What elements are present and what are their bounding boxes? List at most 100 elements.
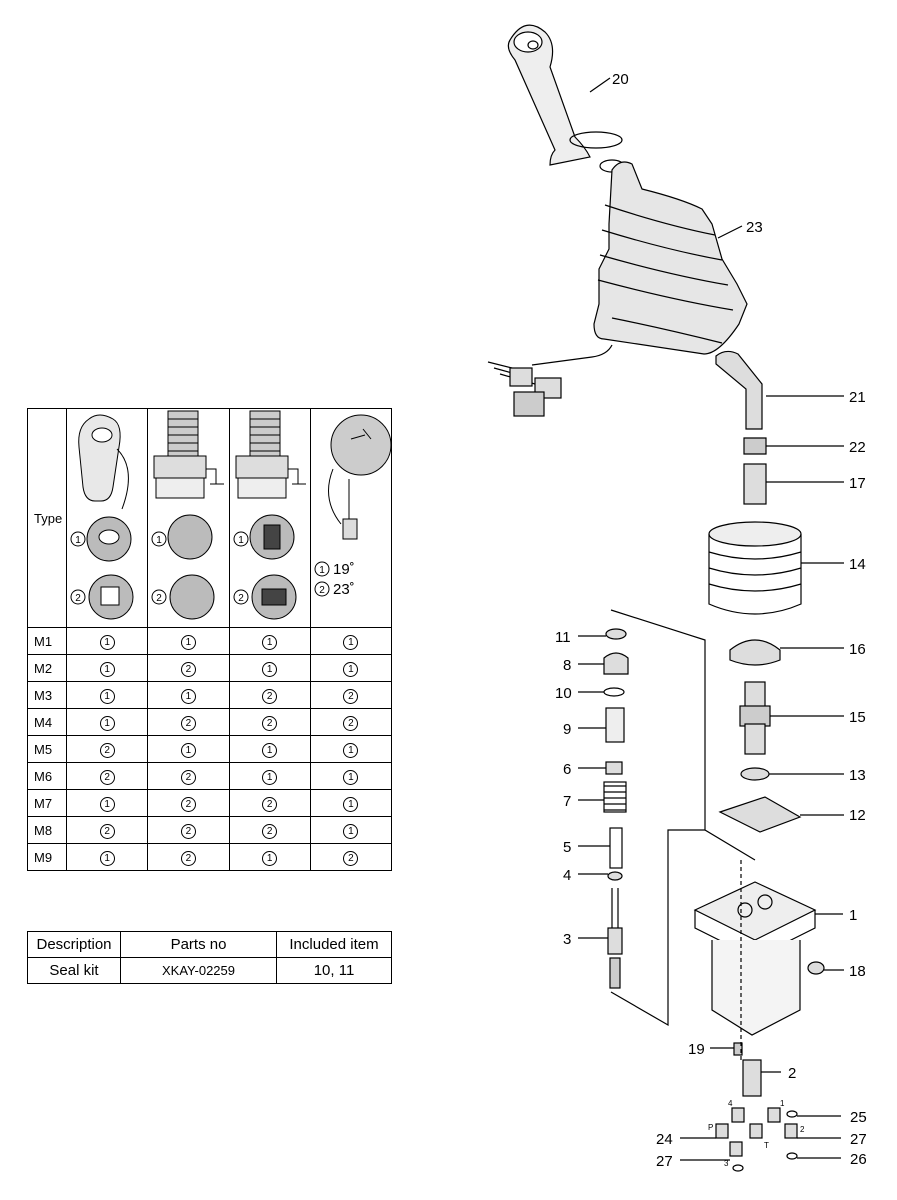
type-cell: 1	[228, 762, 311, 790]
svg-text:2: 2	[156, 593, 162, 604]
option-mark: 2	[262, 715, 278, 731]
option-mark: 2	[99, 769, 115, 785]
type-cell: 1	[228, 654, 311, 682]
svg-text:2: 2	[238, 593, 244, 604]
type-col-connector-b: 1 2	[228, 408, 311, 628]
type-cell: 1	[65, 843, 149, 871]
callout-27-right: 27	[850, 1131, 867, 1148]
type-cell: 2	[228, 789, 311, 817]
port-1: 1	[780, 1099, 785, 1108]
type-cell: 1	[65, 708, 149, 736]
option-mark: 2	[262, 688, 278, 704]
seal-kit-part-no: XKAY-02259	[120, 957, 277, 984]
type-row-label: M5	[27, 735, 67, 763]
type-cell: 2	[228, 708, 311, 736]
callout-16: 16	[849, 641, 866, 658]
callout-21: 21	[849, 389, 866, 406]
type-cell: 2	[309, 843, 393, 871]
type-cell: 2	[65, 762, 149, 790]
type-cell: 2	[228, 816, 311, 844]
svg-text:2: 2	[319, 585, 325, 596]
port-4: 4	[728, 1099, 733, 1108]
spool-stack	[603, 628, 629, 989]
option-mark: 2	[180, 661, 196, 677]
type-row-label: M4	[27, 708, 67, 736]
type-row-label: M2	[27, 654, 67, 682]
angle-option-19: 19˚	[333, 561, 355, 578]
option-mark: 2	[180, 769, 196, 785]
option-mark: 1	[99, 796, 115, 812]
type-row-label: M3	[27, 681, 67, 709]
type-cell: 2	[147, 654, 230, 682]
svg-text:1: 1	[156, 535, 162, 546]
type-cell: 1	[309, 627, 393, 655]
option-mark: 1	[343, 769, 359, 785]
type-cell: 2	[147, 789, 230, 817]
cam-plate-part	[729, 639, 781, 666]
callout-18: 18	[849, 963, 866, 980]
type-cell: 1	[65, 627, 149, 655]
type-row-label: M8	[27, 816, 67, 844]
option-mark-1: 1	[75, 535, 81, 546]
nut-part	[743, 437, 767, 455]
callout-1: 1	[849, 907, 857, 924]
callout-23: 23	[746, 219, 763, 236]
diagram-parts	[487, 24, 844, 1172]
callout-numbers: 20 23 21 22 17 14 16 15 13 12 1 18 11 8 …	[555, 71, 867, 1170]
callout-10: 10	[555, 685, 572, 702]
svg-text:1: 1	[238, 535, 244, 546]
option-mark: 2	[99, 742, 115, 758]
callout-20: 20	[612, 71, 629, 88]
type-cell: 1	[147, 735, 230, 763]
type-cell: 2	[147, 762, 230, 790]
port-2: 2	[800, 1125, 805, 1134]
option-mark: 1	[343, 796, 359, 812]
type-cell: 1	[147, 681, 230, 709]
sleeve-part	[743, 463, 767, 505]
type-cell: 1	[309, 816, 393, 844]
port-3: 3	[724, 1159, 729, 1168]
port-t: T	[764, 1141, 769, 1150]
option-mark: 2	[343, 688, 359, 704]
option-mark: 1	[343, 823, 359, 839]
callout-8: 8	[563, 657, 571, 674]
rubber-boot-part	[708, 521, 802, 615]
washer-part	[740, 767, 770, 781]
option-mark: 2	[180, 823, 196, 839]
option-mark: 1	[262, 850, 278, 866]
option-mark: 1	[180, 688, 196, 704]
option-mark: 2	[180, 715, 196, 731]
valve-body-part	[693, 881, 817, 1036]
option-mark: 1	[99, 850, 115, 866]
callout-11: 11	[555, 629, 571, 646]
option-mark-2: 2	[75, 593, 81, 604]
included-item-header: Included item	[276, 931, 392, 958]
plug-part	[807, 961, 825, 975]
port-p: P	[708, 1123, 713, 1132]
option-mark: 1	[343, 661, 359, 677]
callout-12: 12	[849, 807, 866, 824]
type-row-label: M1	[27, 627, 67, 655]
option-mark: 1	[180, 742, 196, 758]
callout-5: 5	[563, 839, 571, 856]
callout-22: 22	[849, 439, 866, 456]
option-mark: 1	[262, 742, 278, 758]
type-col-connector-a: 1 2	[147, 408, 230, 628]
seal-kit-header-row: Description Parts no Included item	[27, 931, 392, 958]
desc-header: Description	[27, 931, 121, 958]
type-cell: 2	[147, 708, 230, 736]
svg-text:1: 1	[319, 565, 325, 576]
option-mark: 2	[99, 823, 115, 839]
type-cell: 1	[309, 789, 393, 817]
callout-25: 25	[850, 1109, 867, 1126]
type-cell: 2	[147, 816, 230, 844]
type-row-label: M7	[27, 789, 67, 817]
callout-17: 17	[849, 475, 866, 492]
callout-19: 19	[688, 1041, 705, 1058]
option-mark: 1	[343, 634, 359, 650]
